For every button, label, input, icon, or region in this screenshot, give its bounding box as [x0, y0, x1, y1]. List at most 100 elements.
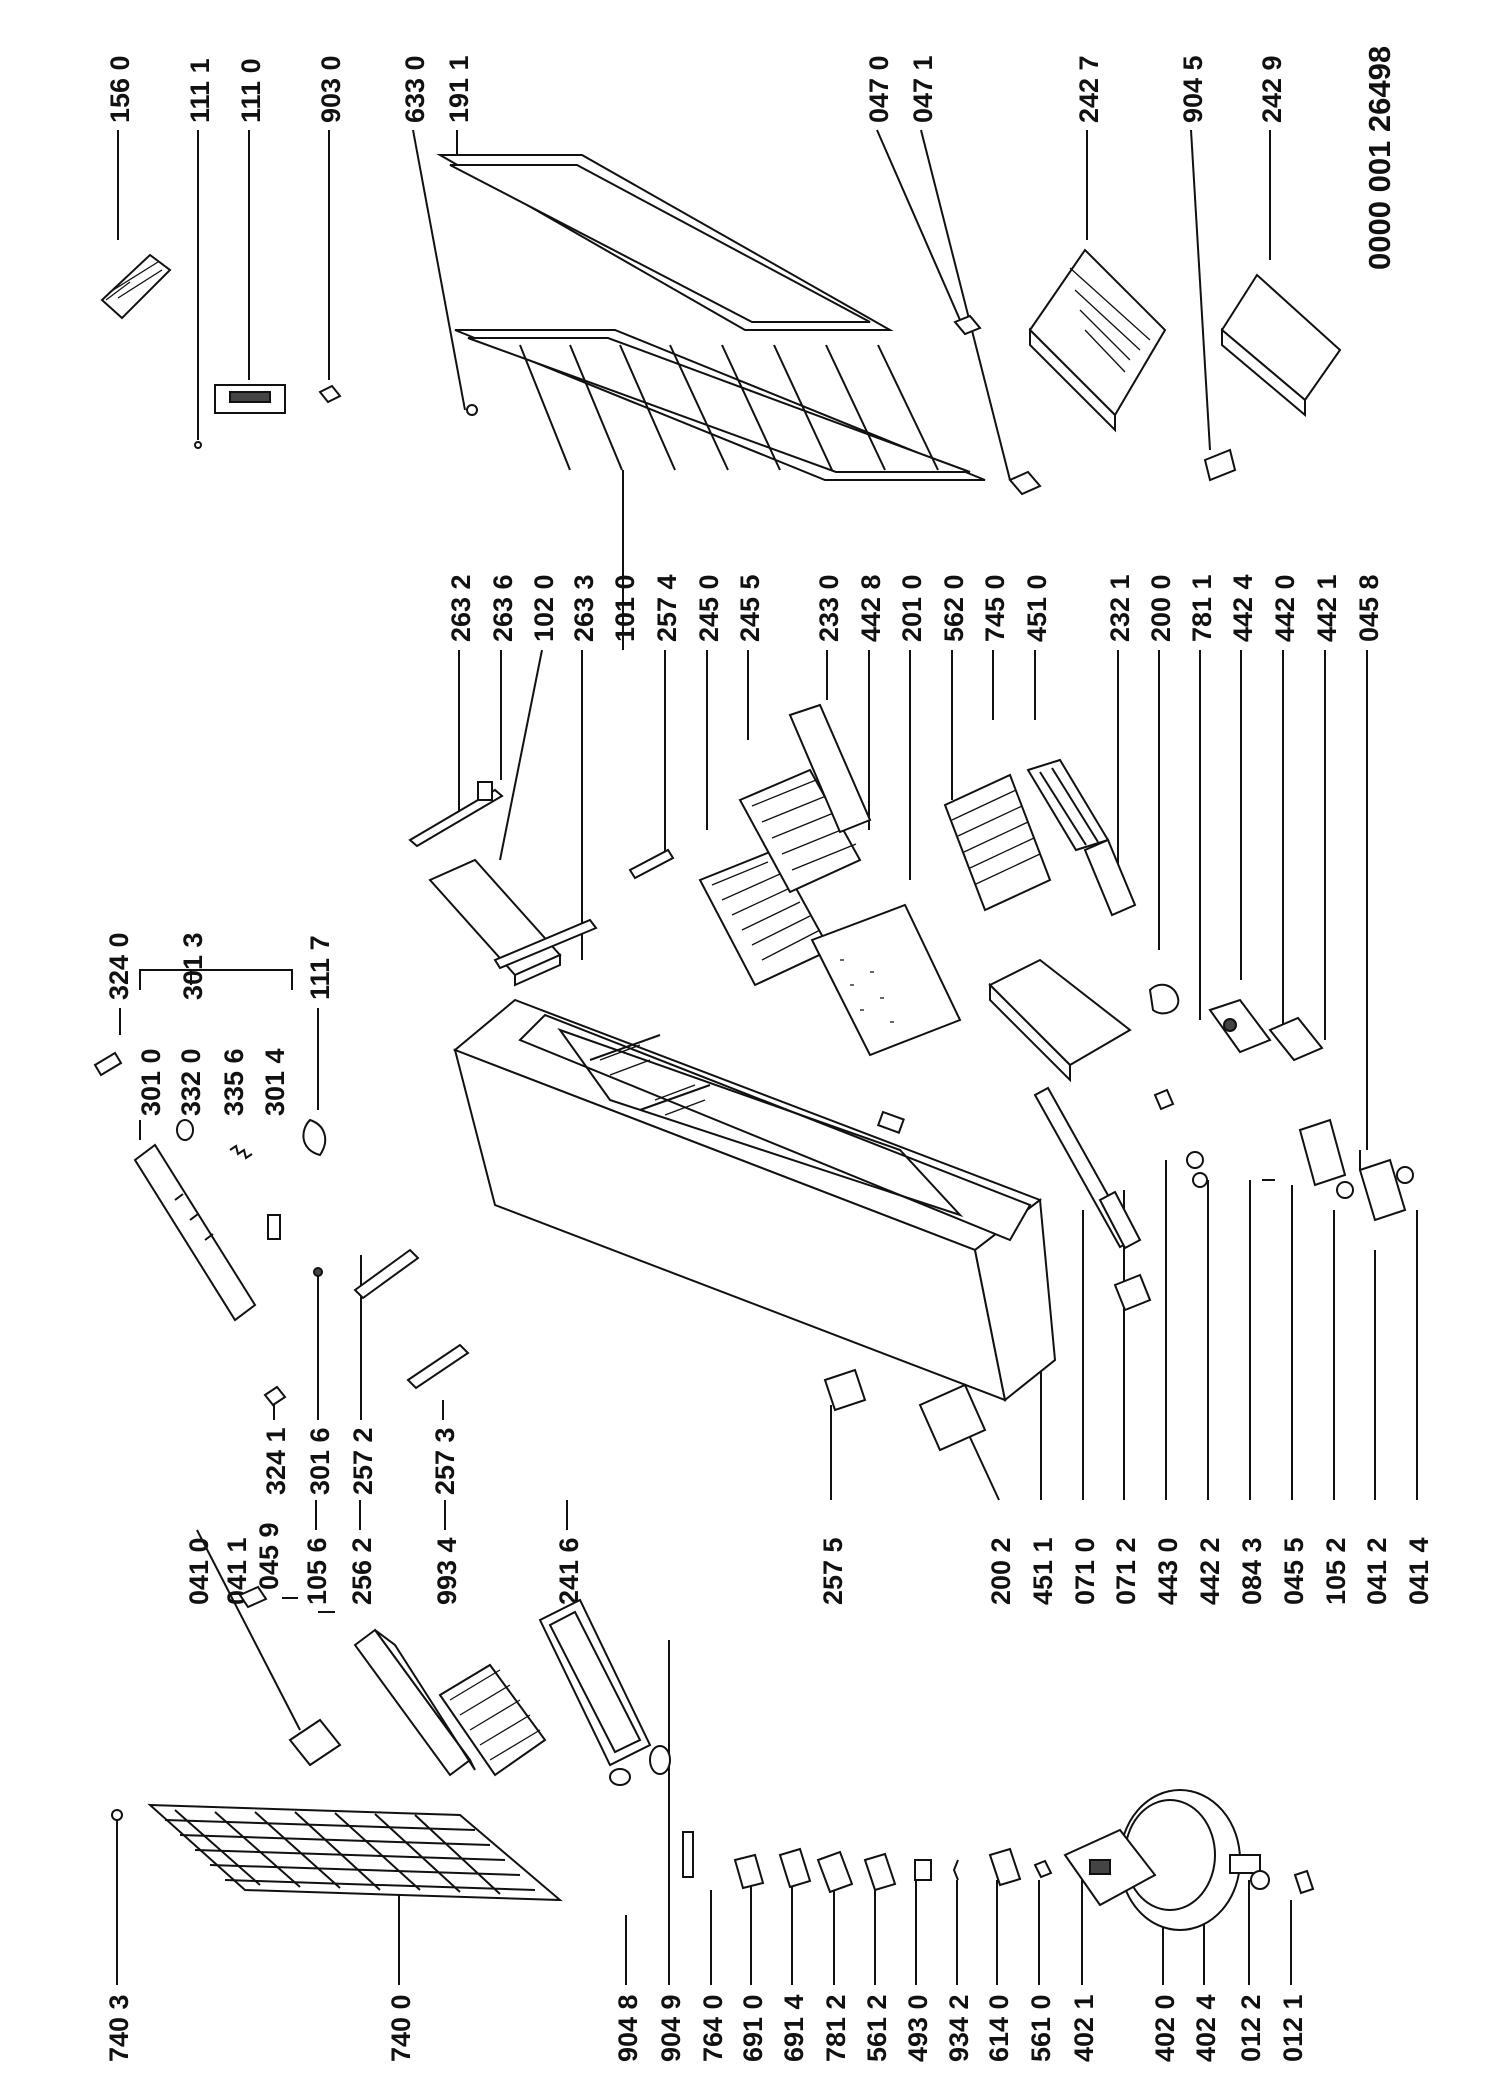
leader-lines: [116, 129, 1418, 1985]
spring-part: [229, 1144, 253, 1160]
part-label: 301 6: [305, 1427, 335, 1495]
part-label: 764 0: [698, 1994, 728, 2062]
part-label: 745 0: [980, 574, 1010, 642]
relay-part: [914, 1859, 932, 1881]
part-label: 335 6: [219, 1048, 249, 1116]
part-label: 451 1: [1028, 1537, 1058, 1605]
plate-part: [1298, 1118, 1347, 1187]
clip-part: [267, 1214, 281, 1240]
relay-part: [988, 1847, 1022, 1887]
part-label: 691 0: [738, 1994, 768, 2062]
pin-part: [682, 1831, 694, 1878]
part-label: 257 5: [818, 1537, 848, 1605]
drawer-part: [1028, 248, 1167, 433]
part-label: 442 0: [1270, 574, 1300, 642]
part-label: 442 2: [1195, 1537, 1225, 1605]
part-label: 105 2: [1321, 1537, 1351, 1605]
part-label: 045 8: [1354, 574, 1384, 642]
part-label: 111 7: [305, 935, 335, 1000]
part-label: 781 2: [821, 1994, 851, 2062]
relay-part: [863, 1852, 897, 1892]
shelf-strip-part: [408, 781, 504, 848]
part-label: 201 0: [897, 574, 927, 642]
part-label: 301 4: [260, 1048, 290, 1116]
compressor-part: [1119, 1789, 1261, 1931]
screw-part: [282, 1597, 335, 1613]
label-group-bottom-mid: 257 5 200 2 451 1 071 0 071 2 443 0 442 …: [818, 1537, 1434, 1605]
part-label: 233 0: [814, 574, 844, 642]
part-label: 301 3: [178, 932, 208, 1000]
hinge-part: [953, 314, 982, 336]
label-group-mid: 324 1 301 6 257 2 257 3: [261, 1427, 460, 1495]
part-label: 105 6: [302, 1537, 332, 1605]
part-label: 241 6: [554, 1537, 584, 1605]
part-label: 256 2: [347, 1537, 377, 1605]
cabinet-part: [453, 998, 1057, 1402]
part-label: 324 0: [104, 932, 134, 1000]
part-label: 041 2: [1362, 1537, 1392, 1605]
part-label: 691 4: [779, 1994, 809, 2062]
part-label: 045 5: [1279, 1537, 1309, 1605]
evaporator-part: [943, 773, 1052, 912]
shelf-part: [538, 1598, 652, 1767]
relay-part: [816, 1850, 854, 1894]
thermostat-part: [1148, 983, 1180, 1015]
cover-strip-part: [1098, 1190, 1142, 1250]
small-part: [1293, 1869, 1315, 1895]
label-group-left: 740 3 740 0 904 8 904 9 764 0 691 0 691 …: [104, 1994, 1308, 2062]
part-label: 012 1: [1278, 1994, 1308, 2062]
handle-part: [133, 1143, 257, 1322]
small-part: [1186, 1151, 1204, 1169]
housing-part: [988, 958, 1132, 1083]
rail-part: [1026, 758, 1110, 852]
label-group-top-mid: 324 0 301 0 332 0 335 6 301 4 301 3 111 …: [104, 932, 335, 1116]
small-part: [649, 1745, 671, 1775]
lamp-part: [302, 1118, 327, 1157]
part-label: 191 1: [444, 55, 474, 123]
small-part: [1396, 1166, 1414, 1184]
part-label: 904 9: [656, 1994, 686, 2062]
part-label: 904 8: [613, 1994, 643, 2062]
part-label: 332 0: [176, 1048, 206, 1116]
grille-part: [438, 1663, 547, 1777]
glass-shelf-part: [738, 768, 862, 894]
part-label: 263 3: [569, 574, 599, 642]
shelf-part: [428, 858, 562, 987]
relay-part: [1033, 1859, 1053, 1879]
part-label: 740 0: [386, 1994, 416, 2062]
part-label: 781 1: [1187, 574, 1217, 642]
label-group-left-upper: 041 0 041 1 045 9 105 6 256 2 993 4 241 …: [184, 1522, 584, 1605]
part-label: 257 3: [430, 1427, 460, 1495]
part-label: 200 2: [986, 1537, 1016, 1605]
knob-part: [176, 1119, 194, 1141]
clip-part: [1203, 448, 1237, 482]
strip-part: [628, 848, 675, 880]
part-label: 614 0: [984, 1994, 1014, 2062]
part-label: 443 0: [1153, 1537, 1183, 1605]
part-label: 257 4: [652, 574, 682, 642]
part-label: 111 0: [236, 58, 266, 123]
door-part: [454, 329, 986, 481]
door-gasket-part: [436, 154, 894, 331]
part-label: 263 6: [488, 574, 518, 642]
drawer-part: [1220, 273, 1342, 418]
part-label: 263 2: [446, 574, 476, 642]
part-label: 156 0: [105, 55, 135, 123]
part-label: 934 2: [944, 1994, 974, 2062]
part-label: 402 1: [1069, 1994, 1099, 2062]
housing-part: [918, 1383, 987, 1452]
part-label: 301 0: [136, 1048, 166, 1116]
cover-plate-part: [810, 903, 962, 1057]
shelf-strip-part: [493, 918, 598, 970]
small-part: [313, 1267, 323, 1277]
part-label: 102 0: [529, 574, 559, 642]
document-number-text: 0000 001 26498: [1362, 46, 1397, 270]
part-label: 101 0: [610, 574, 640, 642]
part-label: 245 5: [735, 574, 765, 642]
relay-part: [778, 1847, 812, 1889]
part-label: 561 2: [862, 1994, 892, 2062]
part-label: 012 2: [1236, 1994, 1266, 2062]
small-part: [93, 1051, 123, 1077]
condenser-part: [111, 1803, 563, 1902]
